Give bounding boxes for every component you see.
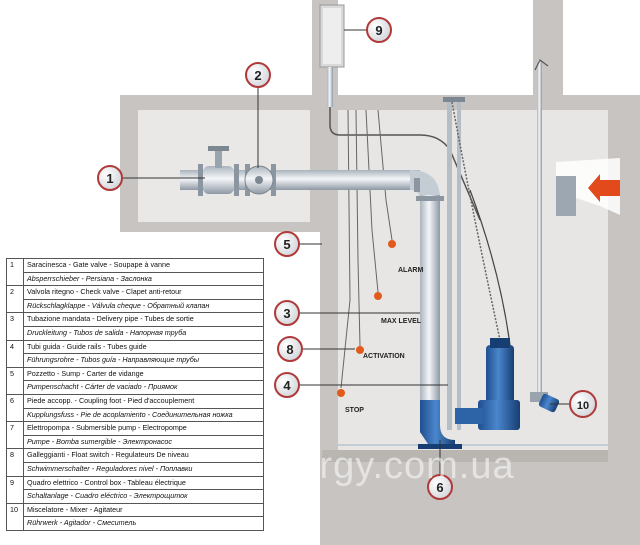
callout-9-label: 9: [375, 23, 382, 38]
callout-3: 3: [274, 300, 300, 326]
legend-number: 1: [6, 257, 24, 287]
float-label-activation-text: ACTIVATION: [363, 353, 405, 360]
legend-line2: Kupplungsfuss - Pie de acoplamiento - Со…: [23, 407, 264, 423]
legend-row-sub: Schaltanlage - Cuadro eléctrico - Электр…: [7, 489, 264, 504]
legend-number: 8: [6, 448, 24, 477]
legend-line1: Valvola ritegno - Check valve - Clapet a…: [23, 285, 264, 300]
legend-line1: Galleggianti - Float switch - Regulateur…: [23, 448, 264, 463]
control-box: [319, 4, 481, 221]
float-label-alarm: ALARM: [398, 267, 423, 274]
mixer: [530, 59, 560, 413]
callout-10: 10: [569, 390, 597, 418]
legend-row-sub: Rückschlagklappe - Válvula cheque - Обра…: [7, 298, 264, 314]
legend-line1: Saracinesca - Gate valve - Soupape à van…: [23, 258, 264, 273]
legend-line1: Elettropompa - Submersible pump - Electr…: [23, 421, 264, 436]
callout-3-label: 3: [283, 306, 290, 321]
callout-8-label: 8: [286, 342, 293, 357]
callout-1: 1: [97, 165, 123, 191]
legend-row-sub: Druckleitung - Tubos de salida - Напорна…: [7, 325, 264, 341]
legend-line2: Führungsrohre - Tubos guía - Направляющи…: [23, 353, 264, 368]
check-valve: [244, 165, 274, 195]
float-label-max: MAX LEVEL: [381, 318, 422, 325]
legend-line1: Miscelatore - Mixer - Agitateur: [23, 502, 264, 518]
legend-number: 4: [6, 339, 24, 368]
callout-6-label: 6: [436, 480, 443, 495]
legend-line2: Rückschlagklappe - Válvula cheque - Обра…: [23, 298, 264, 314]
callout-5-label: 5: [283, 237, 290, 252]
leader-lines: [122, 29, 570, 475]
float-label-stop: STOP: [345, 407, 364, 414]
callout-2-label: 2: [254, 68, 261, 83]
legend-row-sub: Pumpenschacht - Cárter de vaciado - Прия…: [7, 380, 264, 395]
legend-row-sub: Rührwerk - Agitador - Смеситель: [7, 516, 264, 531]
float-label-max-text: MAX LEVEL: [381, 318, 422, 325]
legend-line1: Tubi guida - Guide rails - Tubes guide: [23, 339, 264, 355]
gate-valve: [203, 146, 234, 194]
callout-4-label: 4: [283, 378, 291, 393]
lifting-chain: [451, 101, 501, 341]
legend-row-sub: Schwimmerschalter - Reguladores nivel - …: [7, 461, 264, 477]
legend-number: 7: [6, 421, 24, 450]
legend-number: 2: [6, 285, 24, 314]
legend-line1: Pozzetto - Sump - Carter de vidange: [23, 366, 264, 382]
float-label-stop-text: STOP: [345, 407, 364, 414]
callout-8: 8: [277, 336, 303, 362]
callout-1-label: 1: [106, 171, 113, 186]
pump-cable: [469, 189, 511, 346]
legend-row-sub: Pumpe - Bomba sumergible - Электронасос: [7, 434, 264, 450]
callout-10-label: 10: [577, 400, 589, 412]
legend-line2: Schaltanlage - Cuadro eléctrico - Электр…: [23, 489, 264, 504]
legend-number: 5: [6, 366, 24, 395]
legend-number: 6: [6, 393, 24, 423]
legend-line2: Druckleitung - Tubos de salida - Напорна…: [23, 325, 264, 341]
delivery-pipe: [180, 164, 444, 405]
inlet-arrow: [588, 174, 620, 202]
callout-5: 5: [274, 231, 300, 257]
legend-number: 3: [6, 312, 24, 341]
legend-line1: Quadro elettrico - Control box - Tableau…: [23, 475, 264, 491]
legend-line2: Rührwerk - Agitador - Смеситель: [23, 516, 264, 531]
legend-number: 9: [6, 475, 24, 504]
callout-6: 6: [427, 474, 453, 500]
guide-rails: [443, 97, 465, 430]
legend-number: 10: [6, 502, 24, 531]
callout-9: 9: [366, 17, 392, 43]
legend-row-sub: Führungsrohre - Tubos guía - Направляющи…: [7, 353, 264, 368]
legend-line2: Pumpenschacht - Cárter de vaciado - Прия…: [23, 380, 264, 395]
float-label-activation: ACTIVATION: [363, 353, 405, 360]
float-label-alarm-text: ALARM: [398, 267, 423, 274]
legend-line2: Schwimmerschalter - Reguladores nivel - …: [23, 461, 264, 477]
callout-2: 2: [245, 62, 271, 88]
submersible-pump: [455, 338, 520, 430]
legend-line2: Pumpe - Bomba sumergible - Электронасос: [23, 434, 264, 450]
legend-row-sub: Kupplungsfuss - Pie de acoplamiento - Со…: [7, 407, 264, 423]
legend-line2: Absperrschieber - Persiana - Заслонка: [23, 271, 264, 287]
legend-line1: Piede accopp. - Coupling foot - Pied d'a…: [23, 393, 264, 409]
legend-line1: Tubazione mandata - Delivery pipe - Tube…: [23, 312, 264, 327]
legend-row-sub: Absperrschieber - Persiana - Заслонка: [7, 271, 264, 287]
callout-4: 4: [274, 372, 300, 398]
